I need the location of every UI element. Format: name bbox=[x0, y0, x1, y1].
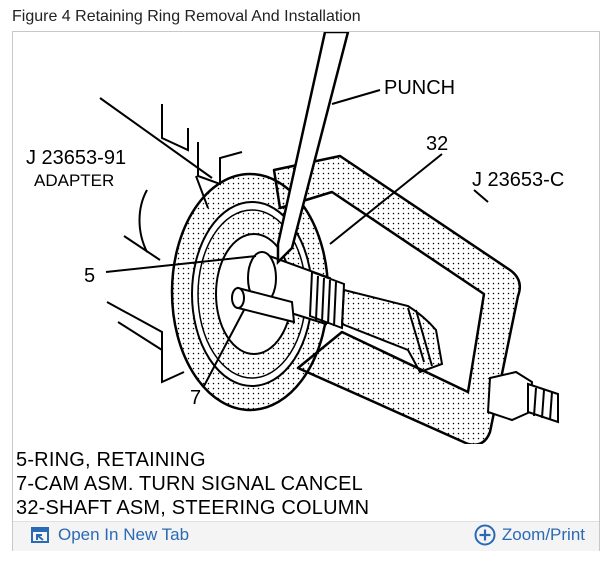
legend-item: 32-SHAFT ASM, STEERING COLUMN bbox=[16, 497, 370, 519]
zoom-plus-icon bbox=[474, 524, 496, 546]
zoom-print-link[interactable]: Zoom/Print bbox=[474, 524, 585, 546]
callout-adapter: ADAPTER bbox=[34, 171, 114, 190]
callout-5: 5 bbox=[84, 265, 95, 287]
figure-toolbar: Open In New Tab Zoom/Print bbox=[13, 521, 599, 551]
callout-punch: PUNCH bbox=[384, 77, 455, 99]
open-in-new-tab-label: Open In New Tab bbox=[58, 525, 190, 544]
zoom-print-label: Zoom/Print bbox=[501, 525, 585, 544]
leader-lines bbox=[105, 89, 489, 387]
legend-item: 7-CAM ASM. TURN SIGNAL CANCEL bbox=[16, 473, 363, 495]
retaining-ring-diagram: PUNCH 32 J 23653-C J 23653-91 ADAPTER 5 … bbox=[26, 32, 564, 444]
adjusting-screw bbox=[486, 370, 559, 424]
cam-assembly bbox=[231, 286, 296, 324]
column-housing-sketch bbox=[99, 97, 243, 384]
open-in-new-tab-link[interactable]: Open In New Tab bbox=[31, 525, 189, 545]
legend-item: 5-RING, RETAINING bbox=[16, 449, 206, 471]
figure-title: Figure 4 Retaining Ring Removal And Inst… bbox=[12, 8, 361, 25]
callout-7: 7 bbox=[190, 387, 201, 409]
callout-j2365391: J 23653-91 bbox=[26, 147, 126, 169]
open-in-new-tab-icon bbox=[31, 527, 49, 543]
callout-32: 32 bbox=[426, 133, 448, 155]
tool-yoke bbox=[272, 154, 521, 444]
callout-j23653c: J 23653-C bbox=[472, 169, 564, 191]
punch-tool bbox=[276, 32, 350, 266]
